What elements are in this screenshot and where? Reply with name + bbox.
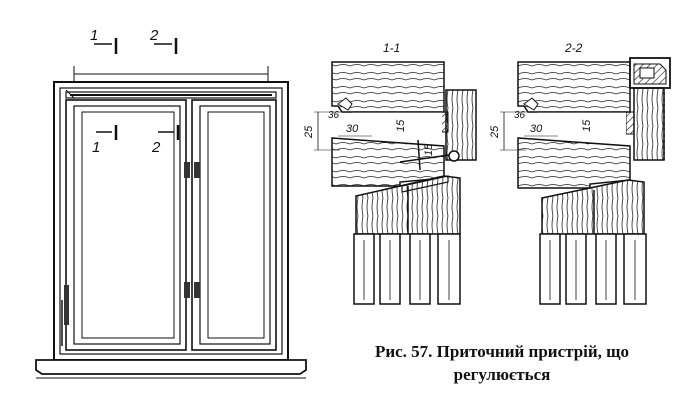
dim-30: 30 xyxy=(530,123,543,135)
figure-caption: Рис. 57. Приточний пристрій, що регулюєт… xyxy=(322,340,682,386)
dim-15b: 15 xyxy=(423,143,435,156)
caption-line-2: регулюється xyxy=(453,365,551,384)
svg-text:2: 2 xyxy=(151,139,161,156)
svg-text:1: 1 xyxy=(92,139,100,156)
dim-25: 25 xyxy=(489,125,501,139)
section-mark-1-inner: 1 xyxy=(92,125,118,156)
section-1-1: 1-1 25 36 xyxy=(303,41,477,305)
dim-36: 36 xyxy=(328,110,340,121)
dim-25: 25 xyxy=(303,125,315,139)
dim-15a: 15 xyxy=(581,119,593,132)
dim-30: 30 xyxy=(346,123,359,135)
section-2-title: 2-2 xyxy=(564,41,583,55)
section-1-title: 1-1 xyxy=(383,41,400,55)
dim-36: 36 xyxy=(514,110,526,121)
dim-15a: 15 xyxy=(395,119,407,132)
caption-line-1: Рис. 57. Приточний пристрій, що xyxy=(374,342,630,361)
svg-text:2: 2 xyxy=(149,27,159,44)
window-elevation xyxy=(35,66,307,379)
section-mark-2-top: 2 xyxy=(149,27,178,54)
section-mark-2-inner: 2 xyxy=(151,125,180,156)
section-mark-1-top: 1 xyxy=(90,27,118,54)
section-2-2: 2-2 25 36 30 15 xyxy=(489,41,671,305)
svg-text:1: 1 xyxy=(90,27,98,44)
